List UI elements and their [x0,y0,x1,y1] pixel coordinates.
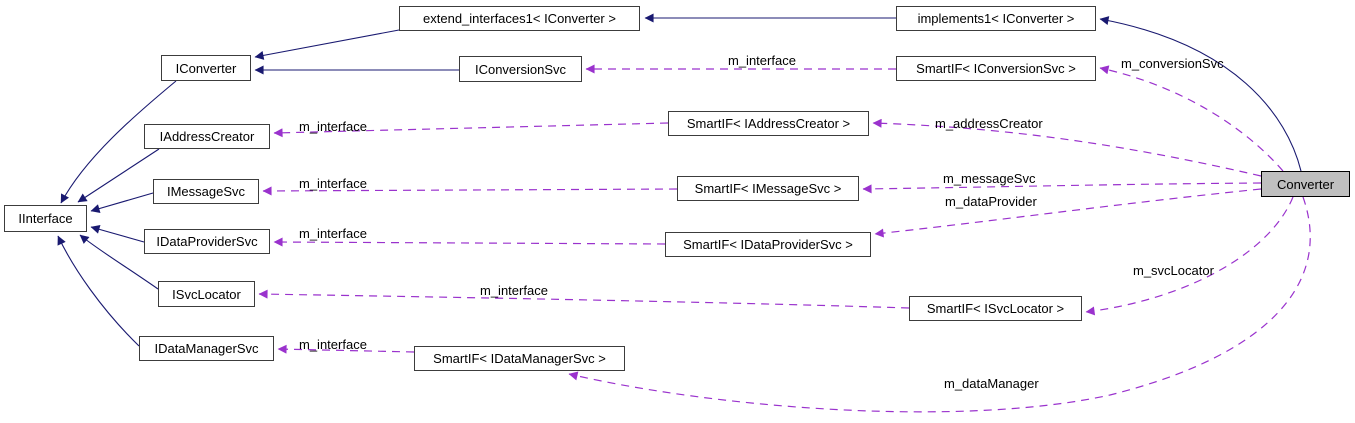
node-smartif-imessagesvc[interactable]: SmartIF< IMessageSvc > [677,176,859,201]
usage-edge-converter-to-smartif-idatamanagersvc [568,196,1311,413]
edge-label-m-datamanager: m_dataManager [944,376,1039,391]
edge-label-m-messagesvc: m_messageSvc [943,171,1036,186]
edge-label-m-addresscreator: m_addressCreator [935,116,1043,131]
inheritance-edge-iconverter-to-iinterface [60,80,177,204]
edge-label-m-svclocator: m_svcLocator [1133,263,1214,278]
usage-edge-smartif-idatamanagersvc-to-idatamanagersvc [277,344,415,354]
node-smartif-idataprovidersvc[interactable]: SmartIF< IDataProviderSvc > [665,232,871,257]
inheritance-edge-idataprovidersvc-to-iinterface [90,224,145,243]
usage-edge-smartif-idataprovidersvc-to-idataprovidersvc [273,237,666,247]
usage-edge-converter-to-smartif-iaddresscreator [872,118,1262,177]
inheritance-edge-converter-to-implements1 [1099,16,1302,172]
usage-edge-smartif-isvclocator-to-isvclocator [258,289,910,309]
node-isvclocator[interactable]: ISvcLocator [158,281,255,307]
edge-label-m-interface-svclocator: m_interface [480,283,548,298]
edge-label-m-interface-datamanagersvc: m_interface [299,337,367,352]
edge-label-m-interface-messagesvc: m_interface [299,176,367,191]
usage-edge-converter-to-smartif-iconversionsvc [1099,65,1284,172]
node-smartif-idatamanagersvc[interactable]: SmartIF< IDataManagerSvc > [414,346,625,371]
inheritance-edge-iaddresscreator-to-iinterface [77,148,160,203]
usage-edge-converter-to-smartif-isvclocator [1085,196,1294,316]
inheritance-edge-isvclocator-to-iinterface [79,234,159,290]
node-idataprovidersvc[interactable]: IDataProviderSvc [144,229,270,254]
node-idatamanagersvc[interactable]: IDataManagerSvc [139,336,274,361]
usage-edge-converter-to-smartif-idataprovidersvc [874,188,1262,238]
node-implements1[interactable]: implements1< IConverter > [896,6,1096,31]
inheritance-edge-extend-interfaces1-to-iconverter [254,29,400,60]
node-smartif-iaddresscreator[interactable]: SmartIF< IAddressCreator > [668,111,869,136]
node-converter-focus: Converter [1261,171,1350,197]
usage-edge-converter-to-smartif-imessagesvc [862,182,1262,194]
edge-label-m-interface-conversionsvc: m_interface [728,53,796,68]
node-extend-interfaces1[interactable]: extend_interfaces1< IConverter > [399,6,640,31]
edge-label-m-interface-addresscreator: m_interface [299,119,367,134]
edge-label-m-interface-dataprovidersvc: m_interface [299,226,367,241]
edge-label-m-conversionsvc: m_conversionSvc [1121,56,1224,71]
node-iinterface[interactable]: IInterface [4,205,87,232]
node-iconversionsvc[interactable]: IConversionSvc [459,56,582,82]
node-iconverter[interactable]: IConverter [161,55,251,81]
node-iaddresscreator[interactable]: IAddressCreator [144,124,270,149]
inheritance-edge-idatamanagersvc-to-iinterface [57,235,140,347]
usage-edge-smartif-iaddresscreator-to-iaddresscreator [273,122,669,138]
node-smartif-isvclocator[interactable]: SmartIF< ISvcLocator > [909,296,1082,321]
edge-label-m-dataprovider: m_dataProvider [945,194,1037,209]
node-imessagesvc[interactable]: IMessageSvc [153,179,259,204]
inheritance-edge-imessagesvc-to-iinterface [90,192,154,213]
node-smartif-iconversionsvc[interactable]: SmartIF< IConversionSvc > [896,56,1096,81]
